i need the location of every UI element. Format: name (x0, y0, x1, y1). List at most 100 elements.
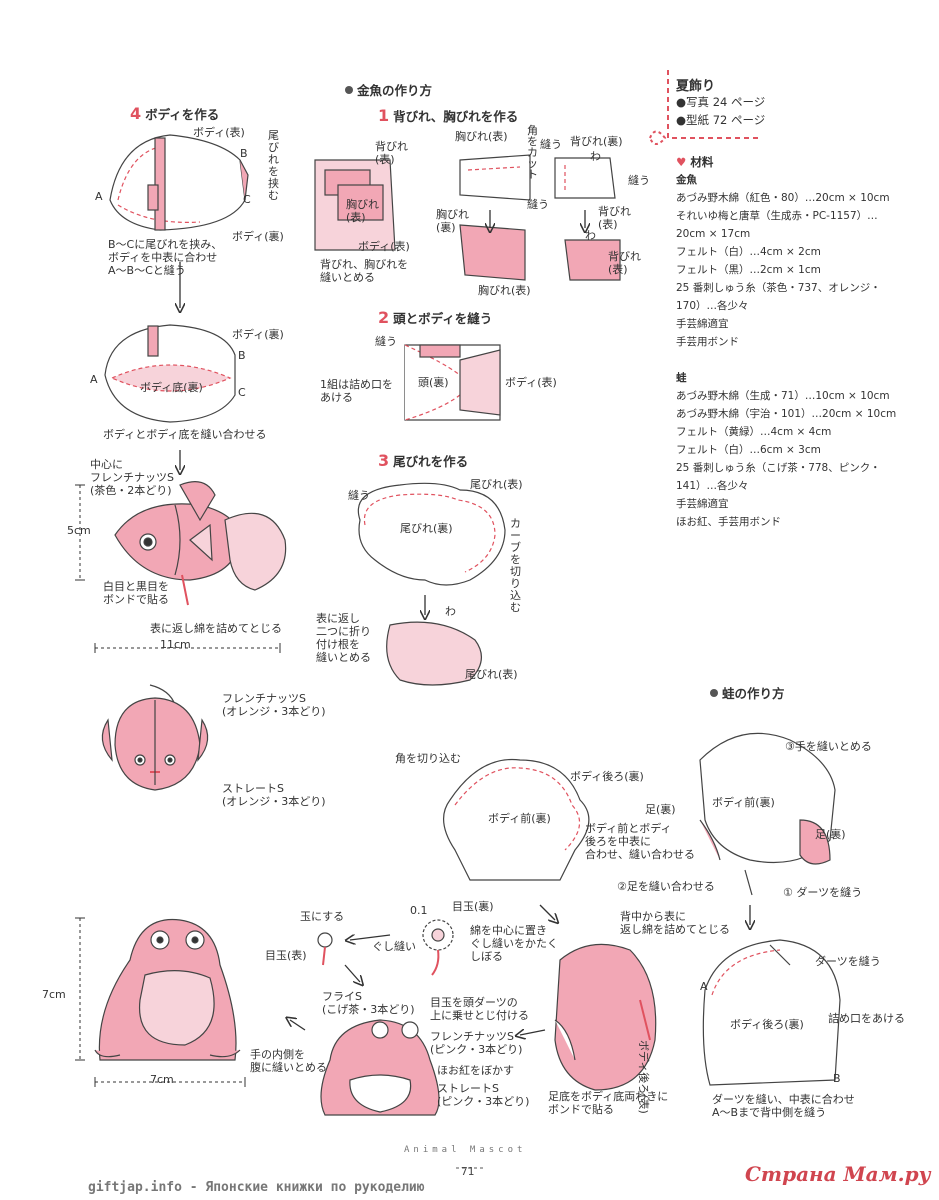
label: ストレートS (ピンク・3本どり) (437, 1082, 530, 1108)
label: ほお紅をぼかす (437, 1064, 514, 1077)
material-item: 20cm × 17cm (676, 228, 751, 240)
eye-piece (422, 919, 454, 976)
label: フレンチナッツS (ピンク・3本どり) (430, 1030, 523, 1056)
material-item: フェルト（黄緑）…4cm × 4cm (676, 426, 832, 438)
material-item: 手芸用ボンド (676, 336, 739, 348)
bullet-icon: ● (676, 113, 687, 127)
label: ボディ(表) (505, 376, 557, 389)
label: 背びれ (表) (598, 205, 631, 231)
label: ボディ(裏) (232, 230, 284, 243)
bullet-icon (710, 689, 718, 697)
label: C (238, 386, 246, 399)
s3-tail-folded (386, 621, 482, 686)
label: 尾びれ(表) (465, 668, 518, 681)
material-item: 25 番刺しゅう糸（茶色・737、オレンジ・ (676, 282, 881, 294)
label: 足(裏) (645, 803, 676, 816)
summer-photo: ●写真 24 ページ (676, 95, 766, 109)
label: 中心に フレンチナッツS (茶色・2本どり) (90, 458, 174, 497)
summer-frame (667, 70, 760, 139)
label: A (90, 373, 98, 386)
eye-ball (317, 932, 333, 966)
label: 縫う (348, 489, 370, 502)
label: ボディ底(裏) (140, 381, 203, 394)
frog-materials-head: 蛙 (676, 372, 687, 384)
material-item: それいゆ梅と唐草（生成赤・PC-1157）… (676, 210, 878, 222)
summer-pattern: ●型紙 72 ページ (676, 113, 766, 127)
label: 7cm (42, 988, 66, 1001)
label: 頭(裏) (418, 376, 449, 389)
label: 角を切り込む (395, 752, 461, 765)
label: 綿を中心に置き ぐし縫いをかたく しぼる (470, 924, 558, 963)
label: 1組は詰め口を あける (320, 378, 393, 404)
page-number: 71 (461, 1165, 475, 1178)
label: ダーツを縫い、中表に合わせ A～Bまで背中側を縫う (712, 1093, 855, 1119)
label: ボディ前(裏) (712, 796, 775, 809)
label: 胸びれ(表) (478, 284, 531, 297)
goldfish-header: 金魚の作り方 (345, 80, 432, 99)
label: ボディ後ろ(表) (637, 1040, 650, 1114)
label: 足(裏) (815, 828, 846, 841)
material-item: あづみ野木綿（宇治・101）…20cm × 10cm (676, 408, 897, 420)
frog-body-front (443, 758, 590, 881)
label: 目玉(表) (265, 949, 307, 962)
materials-title: ♥ 材料 (676, 155, 714, 169)
s1-dorsal-piece (554, 157, 621, 281)
material-item: ほお紅、手芸用ボンド (676, 516, 781, 528)
label: ボディ(表) (193, 126, 245, 139)
label: 白目と黒目を ボンドで貼る (103, 580, 169, 606)
label: 胸びれ (表) (346, 198, 379, 224)
watermark-left: giftjap.info - Японские книжки по рукоде… (88, 1180, 425, 1195)
label: 背びれ (表) (375, 140, 408, 166)
label: ボディ前(裏) (488, 812, 551, 825)
label: 7cm (150, 1073, 174, 1086)
goldfish-materials-head: 金魚 (676, 174, 697, 186)
material-item: フェルト（白）…6cm × 3cm (676, 444, 821, 456)
label: フライS (こげ茶・3本どり) (322, 990, 415, 1016)
frog-back-stuffed (554, 943, 657, 1091)
label: ボディ後ろ(裏) (570, 770, 644, 783)
label: カ ー ブ を 切 り 込 む (510, 517, 521, 614)
label: ダーツを縫う (815, 955, 881, 968)
label: 背びれ、胸びれを 縫いとめる (320, 258, 409, 284)
label: フレンチナッツS (オレンジ・3本どり) (222, 692, 326, 718)
label: 目玉(裏) (452, 900, 494, 913)
label: ボディとボディ底を縫い合わせる (103, 428, 267, 441)
heart-icon: ♥ (676, 155, 687, 169)
s1-body-piece (314, 159, 396, 251)
label: 胸びれ (裏) (436, 208, 469, 234)
label: わ (585, 229, 596, 242)
label: A (95, 190, 103, 203)
label: B (240, 147, 248, 160)
label: 玉にする (300, 910, 345, 923)
label: A (700, 980, 708, 993)
goldfish-side-illustration (114, 481, 287, 606)
s4-body-sewn (109, 134, 249, 231)
label: 5cm (67, 524, 91, 537)
s2-head-body (404, 344, 501, 421)
label: 背びれ (表) (608, 250, 641, 276)
materials-list: 金魚 あづみ野木綿（紅色・80）…20cm × 10cm それいゆ梅と唐草（生成… (676, 171, 896, 531)
label: 背中から表に 返し綿を詰めてとじる (620, 910, 730, 936)
material-item: 手芸綿適宜 (676, 318, 729, 330)
material-item: フェルト（黒）…2cm × 1cm (676, 264, 821, 276)
label: 表に返し 二つに折り 付け根を 縫いとめる (316, 612, 371, 664)
material-item: あづみ野木綿（紅色・80）…20cm × 10cm (676, 192, 890, 204)
label: B (833, 1072, 841, 1085)
label: ボディ(裏) (232, 328, 284, 341)
s1-pectoral-piece (459, 154, 531, 281)
label: 縫う (527, 198, 549, 211)
label: 0.1 (410, 904, 428, 917)
label: 尾びれ(表) (470, 478, 523, 491)
material-item: 141）…各少々 (676, 480, 749, 492)
label: 胸びれ(表) (455, 130, 508, 143)
label: 背びれ(裏) (570, 135, 623, 148)
label: わ (445, 605, 456, 618)
label: 11cm (160, 638, 191, 651)
label: ① ダーツを縫う (783, 886, 863, 899)
label: 縫う (540, 138, 562, 151)
material-item: 170）…各少々 (676, 300, 749, 312)
label: 目玉を頭ダーツの 上に乗せとじ付ける (430, 996, 529, 1022)
